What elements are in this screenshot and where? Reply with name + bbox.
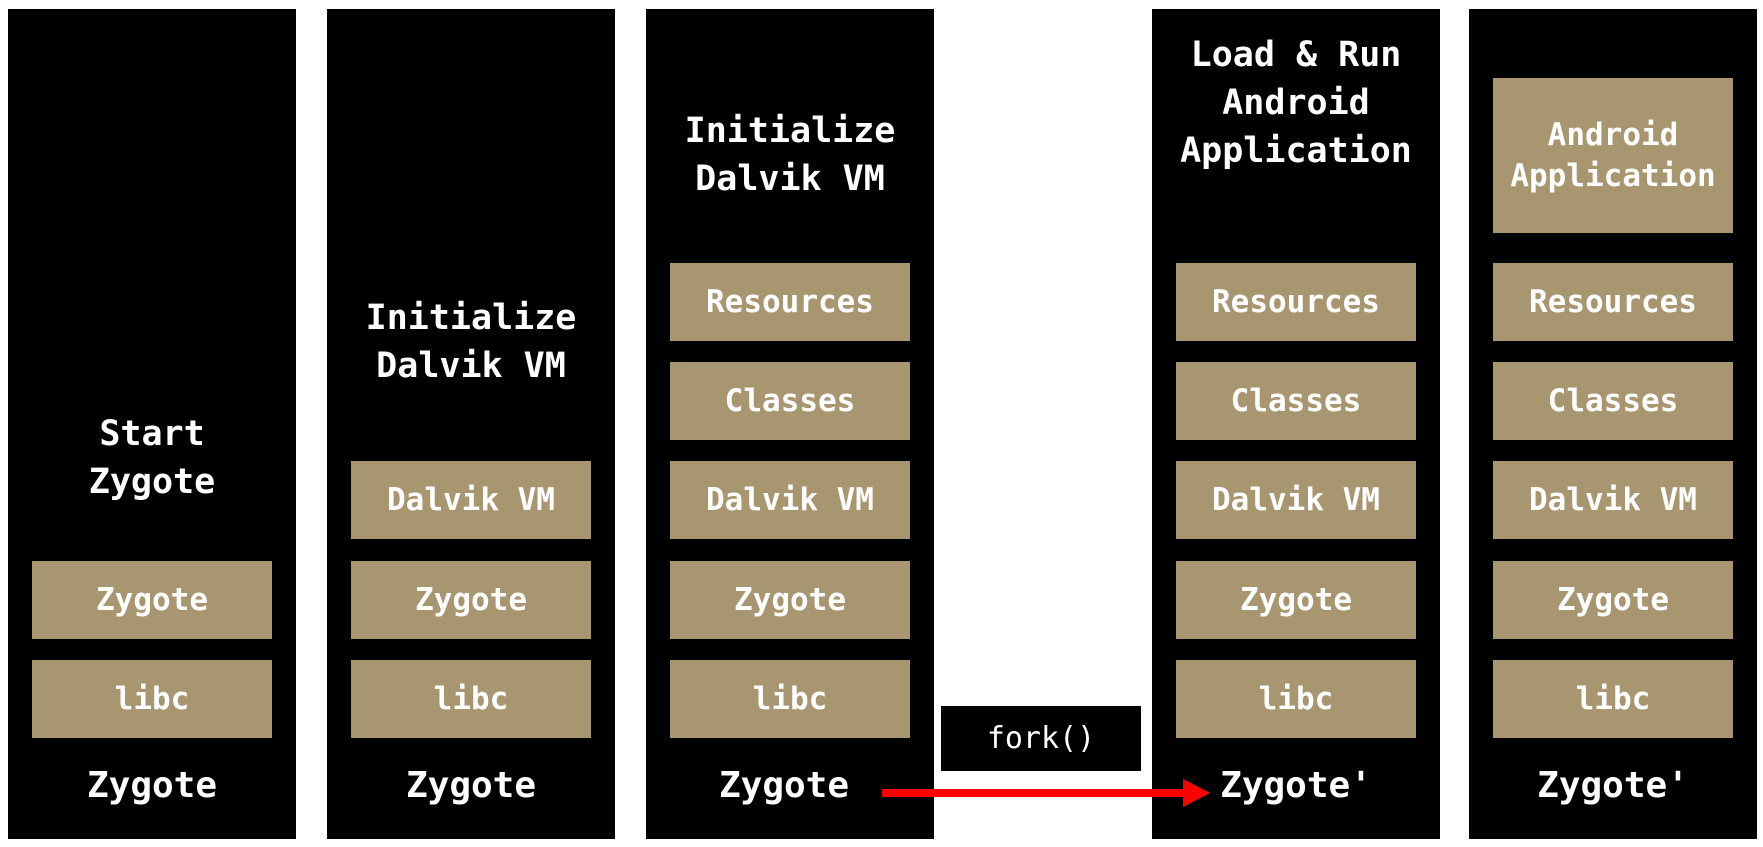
layer-dalvik-vm: Dalvik VM bbox=[351, 461, 591, 539]
column-start-zygote: Start Zygote Zygote libc Zygote bbox=[8, 9, 296, 839]
title-line: Initialize bbox=[684, 111, 896, 151]
app-line: Application bbox=[1510, 157, 1716, 194]
column-title: Initialize Dalvik VM bbox=[646, 107, 934, 203]
column-title: Load & Run Android Application bbox=[1152, 31, 1440, 175]
title-line: Dalvik VM bbox=[376, 346, 566, 386]
title-line: Android bbox=[1222, 83, 1370, 123]
column-initialize-vm: Initialize Dalvik VM Dalvik VM Zygote li… bbox=[327, 9, 615, 839]
layer-libc: libc bbox=[670, 660, 910, 738]
title-line: Dalvik VM bbox=[695, 159, 885, 199]
layer-zygote: Zygote bbox=[1493, 561, 1733, 639]
column-title: Initialize Dalvik VM bbox=[327, 294, 615, 390]
column-footer: Zygote' bbox=[1537, 765, 1689, 806]
layer-libc: libc bbox=[32, 660, 272, 738]
column-initialize-vm-preloaded: Initialize Dalvik VM Resources Classes D… bbox=[646, 9, 934, 839]
title-line: Application bbox=[1180, 131, 1412, 171]
title-line: Zygote bbox=[88, 462, 216, 502]
layer-libc: libc bbox=[1176, 660, 1416, 738]
layer-resources: Resources bbox=[1493, 263, 1733, 341]
layer-libc: libc bbox=[1493, 660, 1733, 738]
column-footer: Zygote bbox=[405, 765, 537, 806]
layer-dalvik-vm: Dalvik VM bbox=[670, 461, 910, 539]
layer-zygote: Zygote bbox=[32, 561, 272, 639]
layer-zygote: Zygote bbox=[351, 561, 591, 639]
app-line: Android bbox=[1547, 116, 1679, 153]
layer-android-application: Android Application bbox=[1493, 78, 1733, 233]
layer-resources: Resources bbox=[1176, 263, 1416, 341]
layer-libc: libc bbox=[351, 660, 591, 738]
layer-dalvik-vm: Dalvik VM bbox=[1176, 461, 1416, 539]
layer-zygote: Zygote bbox=[1176, 561, 1416, 639]
layer-zygote: Zygote bbox=[670, 561, 910, 639]
title-line: Initialize bbox=[365, 298, 577, 338]
column-footer: Zygote' bbox=[1220, 765, 1372, 806]
layer-resources: Resources bbox=[670, 263, 910, 341]
column-android-app: Android Application Resources Classes Da… bbox=[1469, 9, 1757, 839]
layer-classes: Classes bbox=[670, 362, 910, 440]
arrow-head bbox=[1183, 779, 1210, 807]
column-footer: Zygote bbox=[86, 765, 218, 806]
fork-label: fork() bbox=[941, 706, 1141, 771]
column-load-run-app: Load & Run Android Application Resources… bbox=[1152, 9, 1440, 839]
title-line: Load & Run bbox=[1190, 35, 1402, 75]
column-title: Start Zygote bbox=[8, 410, 296, 506]
layer-classes: Classes bbox=[1493, 362, 1733, 440]
title-line: Start bbox=[99, 414, 205, 454]
layer-dalvik-vm: Dalvik VM bbox=[1493, 461, 1733, 539]
column-footer: Zygote bbox=[718, 765, 850, 806]
layer-classes: Classes bbox=[1176, 362, 1416, 440]
